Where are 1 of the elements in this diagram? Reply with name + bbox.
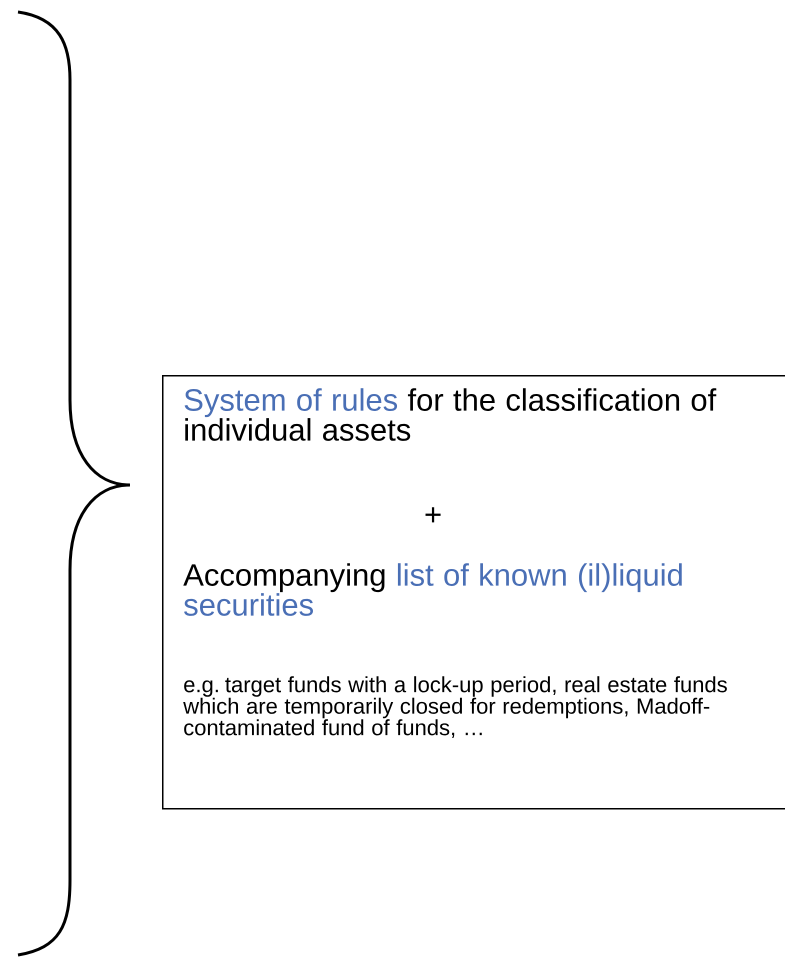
text-box: System of rules for the classification of individual assets + Accompanying list of known (il)liquid securities e.g. target funds with a lock-up period, real estate funds which are temporarily closed for redemptions, Madoff-contaminated fund of funds, … <box>162 375 785 810</box>
